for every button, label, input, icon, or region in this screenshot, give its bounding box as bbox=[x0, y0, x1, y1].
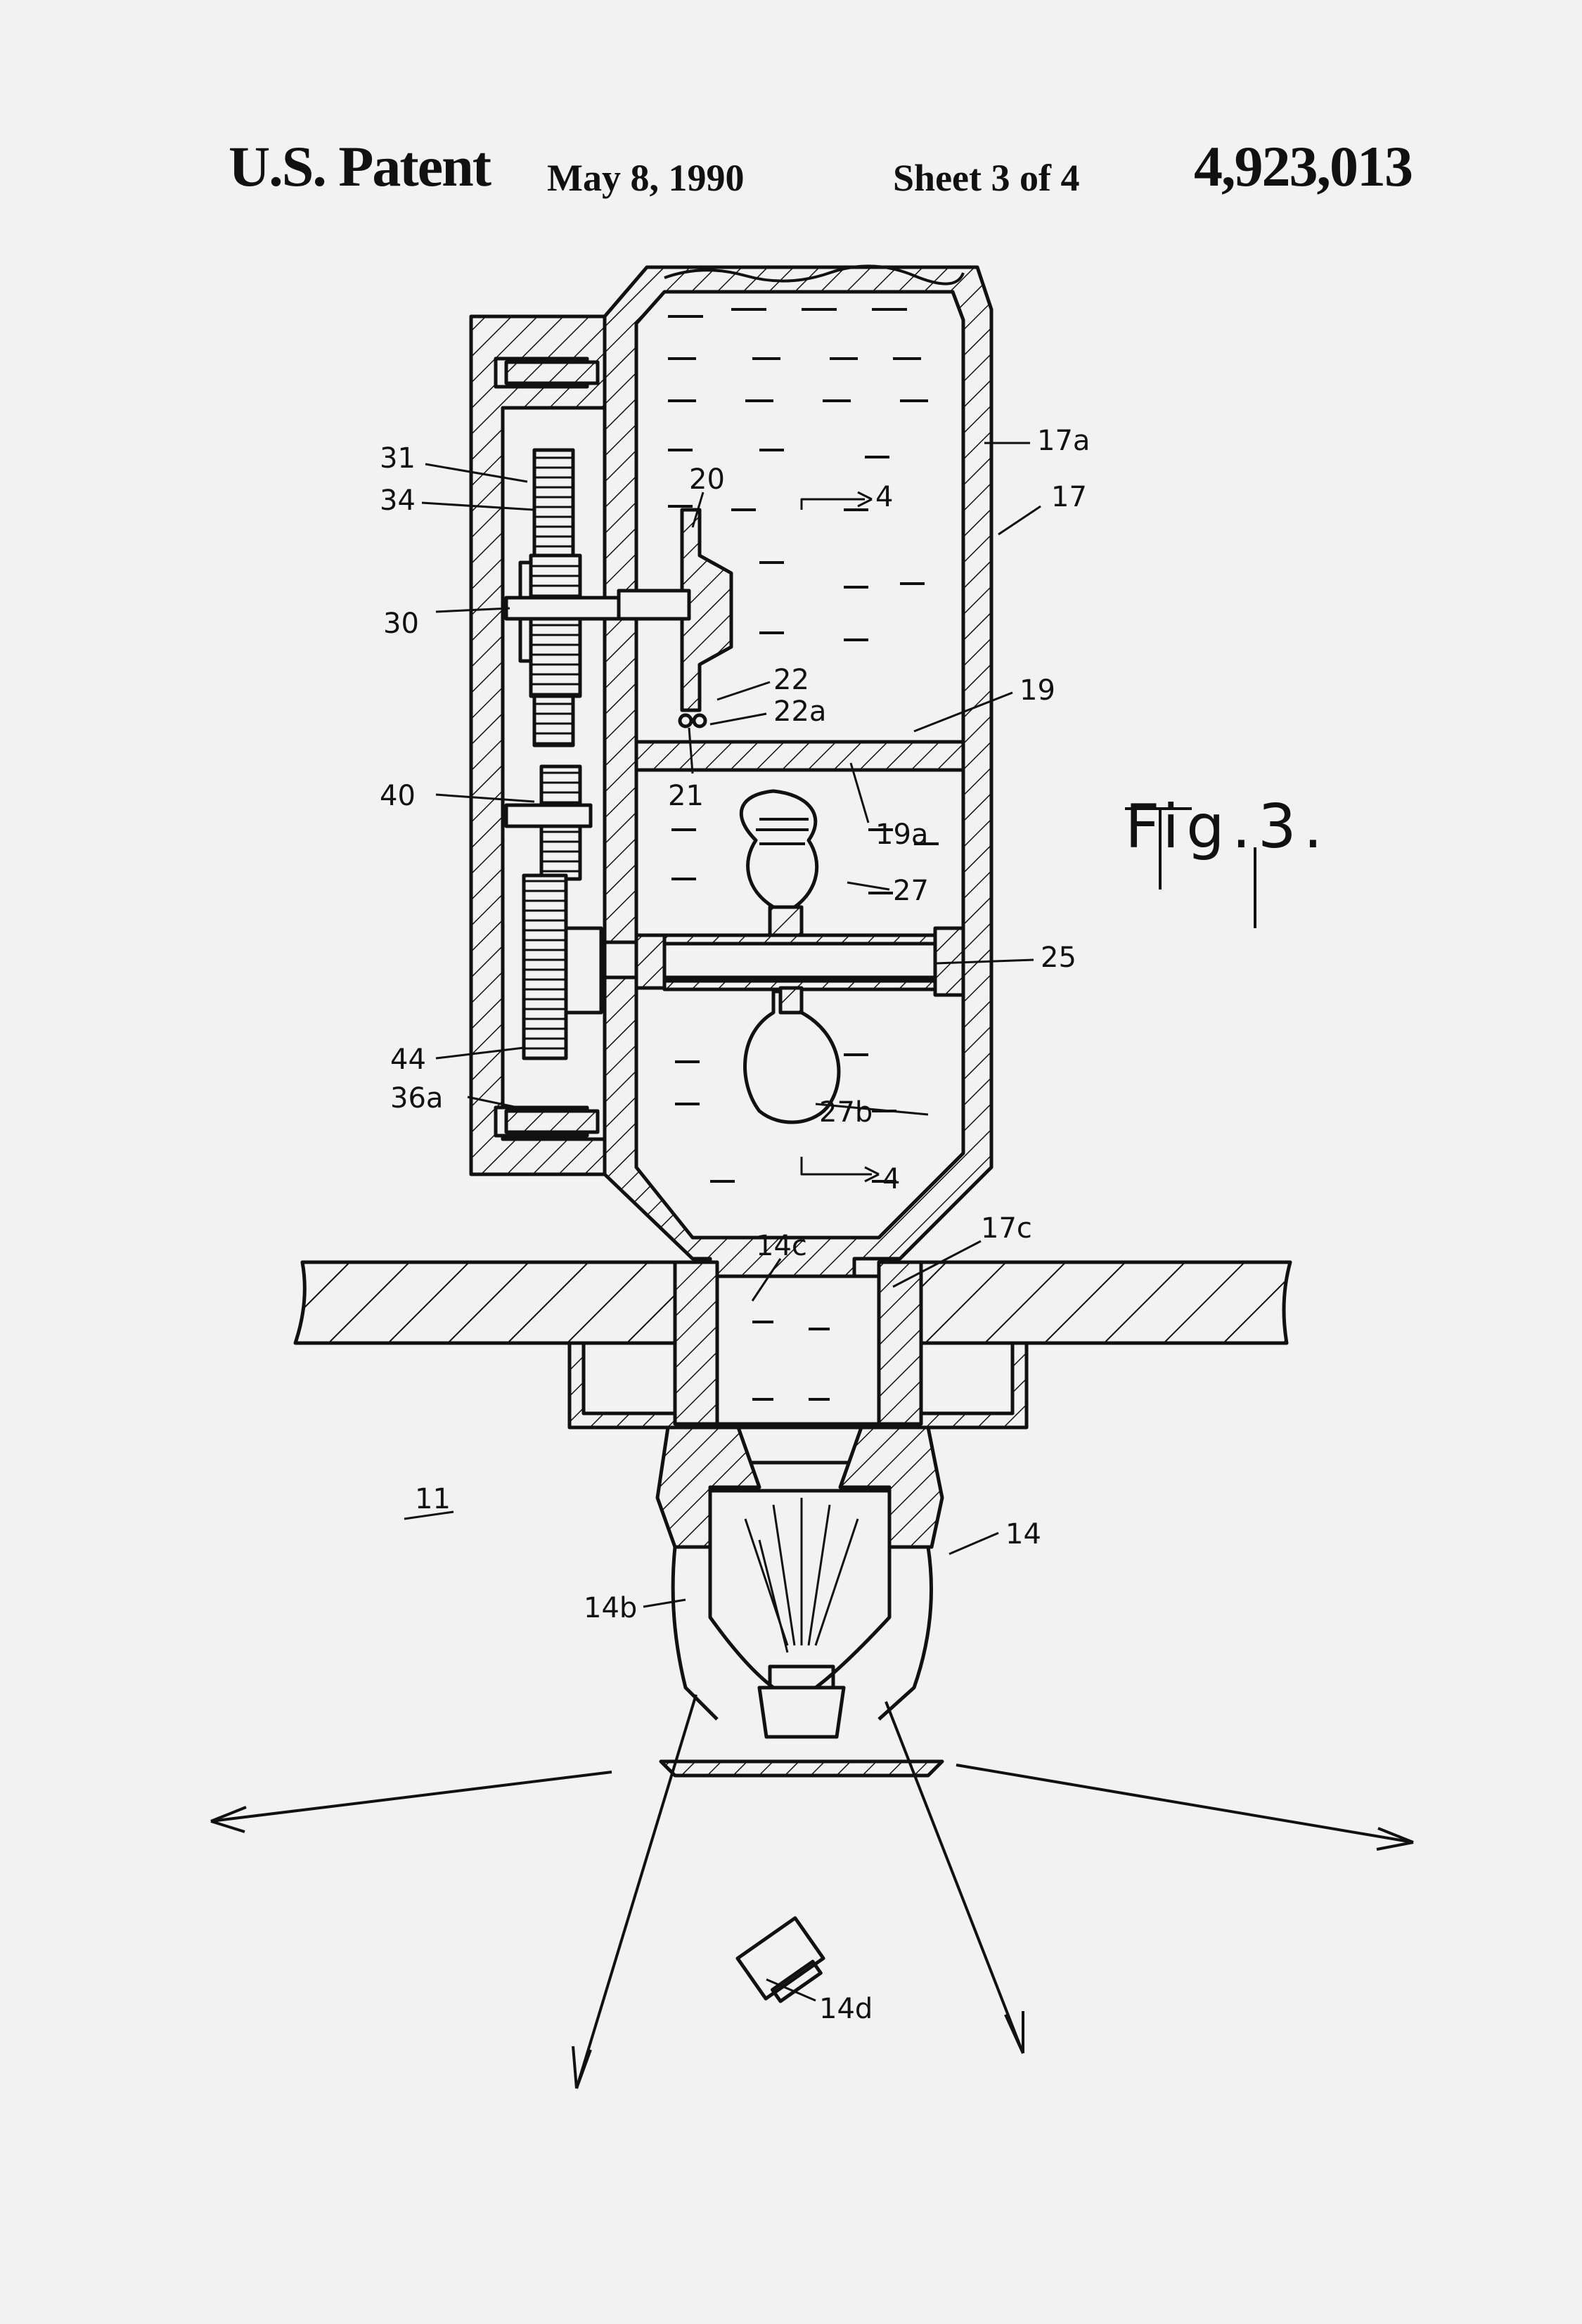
figure-label: Fig.3. bbox=[1125, 792, 1330, 928]
ref-14c: 14c bbox=[756, 1230, 807, 1262]
leader-lines bbox=[404, 442, 1041, 2002]
ref-21: 21 bbox=[668, 780, 704, 812]
gear-40 bbox=[504, 764, 593, 881]
ref-36a: 36a bbox=[390, 1082, 443, 1115]
ref-27: 27 bbox=[893, 875, 929, 907]
ref-11: 11 bbox=[415, 1483, 451, 1515]
plug-14d bbox=[735, 1916, 825, 2003]
gear-44 bbox=[522, 873, 603, 1060]
sheet-number: Sheet 3 of 4 bbox=[893, 157, 1080, 199]
housing-screws bbox=[504, 360, 600, 1134]
ref-4-bottom: 4 bbox=[882, 1163, 900, 1195]
ref-40: 40 bbox=[380, 780, 416, 812]
ref-14: 14 bbox=[1005, 1518, 1041, 1551]
spray-arrows bbox=[210, 1694, 1414, 2089]
bulb-27 bbox=[739, 789, 819, 937]
ref-44: 44 bbox=[390, 1044, 426, 1076]
ref-17c: 17c bbox=[981, 1212, 1032, 1245]
sheet-header: U.S. Patent May 8, 1990 Sheet 3 of 4 4,9… bbox=[0, 134, 1582, 218]
ref-22: 22 bbox=[773, 664, 809, 696]
ref-30: 30 bbox=[383, 608, 419, 640]
partition-19 bbox=[634, 740, 965, 772]
ref-20: 20 bbox=[689, 463, 725, 496]
ref-31: 31 bbox=[380, 442, 416, 475]
ref-34: 34 bbox=[380, 484, 416, 517]
valve-20 bbox=[617, 508, 733, 728]
ceiling-panel bbox=[293, 1260, 1292, 1345]
patent-number: 4,923,013 bbox=[1194, 134, 1413, 198]
ref-17: 17 bbox=[1051, 481, 1087, 513]
ref-14b: 14b bbox=[584, 1592, 637, 1624]
ref-19a: 19a bbox=[875, 818, 928, 851]
sprinkler-head-14 bbox=[655, 1425, 944, 1739]
figure-label-text: Fig.3. bbox=[1125, 792, 1330, 862]
gear-34 bbox=[504, 448, 621, 747]
ref-25: 25 bbox=[1041, 942, 1076, 974]
ref-27b: 27b bbox=[819, 1096, 873, 1129]
deflector bbox=[659, 1759, 944, 1778]
ref-14d: 14d bbox=[819, 1993, 873, 2025]
patent-title: U.S. Patent bbox=[229, 134, 491, 198]
patent-date: May 8, 1990 bbox=[547, 157, 745, 199]
ref-22a: 22a bbox=[773, 695, 826, 728]
nipple-14c bbox=[673, 1260, 923, 1465]
ref-19: 19 bbox=[1020, 674, 1055, 707]
ref-17a: 17a bbox=[1037, 425, 1090, 457]
shaft-25 bbox=[603, 926, 965, 997]
bulb-27b bbox=[743, 986, 841, 1124]
reference-numerals: 17a 17 31 34 20 4 30 22 22a 19 40 21 19a… bbox=[380, 425, 1090, 2025]
ref-4-top: 4 bbox=[875, 481, 893, 513]
